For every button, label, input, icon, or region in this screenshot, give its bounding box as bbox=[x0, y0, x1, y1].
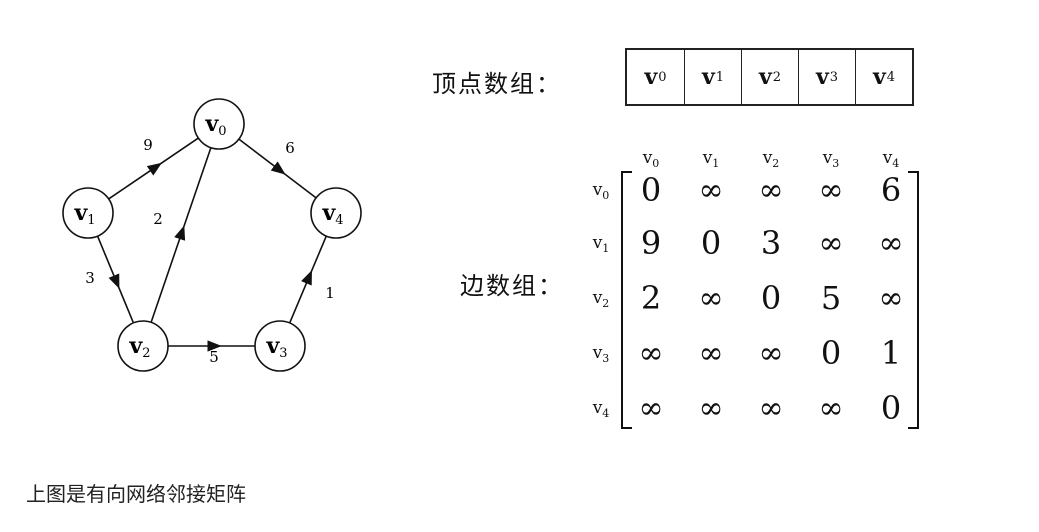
edge-arrow-v2-v0 bbox=[174, 225, 186, 241]
matrix-cell-2-3: 5 bbox=[820, 279, 842, 317]
edge-weight-v1-v2: 3 bbox=[85, 269, 95, 287]
matrix-cell-2-4: ∞ bbox=[878, 280, 904, 316]
matrix-col-header-v4: v4 bbox=[882, 148, 900, 170]
matrix-cell-4-3: ∞ bbox=[818, 390, 844, 426]
matrix-row-header-v1: v1 bbox=[592, 233, 610, 255]
vertex-node-v4 bbox=[310, 187, 362, 239]
edge-array-label: 边数组： bbox=[460, 272, 564, 300]
caption: 上图是有向网络邻接矩阵 bbox=[26, 482, 246, 506]
vertex-node-v3 bbox=[254, 320, 306, 372]
matrix-cell-0-1: ∞ bbox=[698, 172, 724, 208]
vertex-label-v3: v3 bbox=[265, 333, 287, 361]
edge-weight-v3-v4: 1 bbox=[325, 284, 335, 302]
matrix-cell-4-2: ∞ bbox=[758, 390, 784, 426]
vertex-node-v2 bbox=[117, 320, 169, 372]
matrix-cell-0-0: 0 bbox=[640, 171, 662, 209]
matrix-col-header-v1: v1 bbox=[702, 148, 720, 170]
vertex-label-v2: v2 bbox=[128, 333, 150, 361]
matrix-cell-1-0: 9 bbox=[640, 224, 662, 262]
matrix-cell-1-1: 0 bbox=[700, 224, 722, 262]
matrix-col-header-v3: v3 bbox=[822, 148, 840, 170]
edge-weight-v1-v0: 9 bbox=[143, 136, 153, 154]
vertex-label-v4: v4 bbox=[321, 200, 343, 228]
matrix-row-header-v2: v2 bbox=[592, 288, 610, 310]
vertex-node-v0 bbox=[193, 98, 245, 150]
matrix-cell-2-2: 0 bbox=[760, 279, 782, 317]
matrix-cell-2-1: ∞ bbox=[698, 280, 724, 316]
matrix-cell-0-3: ∞ bbox=[818, 172, 844, 208]
edge-arrow-v1-v2 bbox=[108, 273, 120, 289]
vertex-array-label: 顶点数组： bbox=[432, 70, 562, 98]
edge-weight-v0-v4: 6 bbox=[285, 139, 295, 157]
matrix-row-header-v0: v0 bbox=[592, 180, 610, 202]
matrix-cell-0-4: 6 bbox=[880, 171, 902, 209]
matrix-cell-3-2: ∞ bbox=[758, 335, 784, 371]
matrix-cell-3-0: ∞ bbox=[638, 335, 664, 371]
matrix-cell-1-2: 3 bbox=[760, 224, 782, 262]
edge-weight-v2-v3: 5 bbox=[209, 348, 219, 366]
matrix-cell-4-1: ∞ bbox=[698, 390, 724, 426]
matrix-row-header-v4: v4 bbox=[592, 398, 610, 420]
edge-arrow-v3-v4 bbox=[301, 270, 312, 286]
matrix-cell-4-0: ∞ bbox=[638, 390, 664, 426]
matrix-cell-1-3: ∞ bbox=[818, 225, 844, 261]
matrix-col-header-v0: v0 bbox=[642, 148, 660, 170]
vertex-label-v1: v1 bbox=[73, 200, 95, 228]
matrix-cell-3-3: 0 bbox=[820, 334, 842, 372]
matrix-cell-3-1: ∞ bbox=[698, 335, 724, 371]
vertex-label-v0: v0 bbox=[204, 111, 226, 139]
vertex-node-v1 bbox=[62, 187, 114, 239]
edge-arrow-v0-v4 bbox=[270, 161, 286, 175]
matrix-cell-3-4: 1 bbox=[880, 334, 902, 372]
matrix-cell-1-4: ∞ bbox=[878, 225, 904, 261]
matrix-cell-0-2: ∞ bbox=[758, 172, 784, 208]
directed-graph: 9 6 3 2 5 1 v0 v1 v2 v3 v4 bbox=[62, 98, 362, 372]
edge-weight-v2-v0: 2 bbox=[153, 210, 163, 228]
matrix-cell-4-4: 0 bbox=[880, 389, 902, 427]
matrix-cell-2-0: 2 bbox=[640, 279, 662, 317]
edge-arrow-v1-v0 bbox=[146, 162, 162, 176]
matrix-row-header-v3: v3 bbox=[592, 343, 610, 365]
matrix-col-header-v2: v2 bbox=[762, 148, 780, 170]
